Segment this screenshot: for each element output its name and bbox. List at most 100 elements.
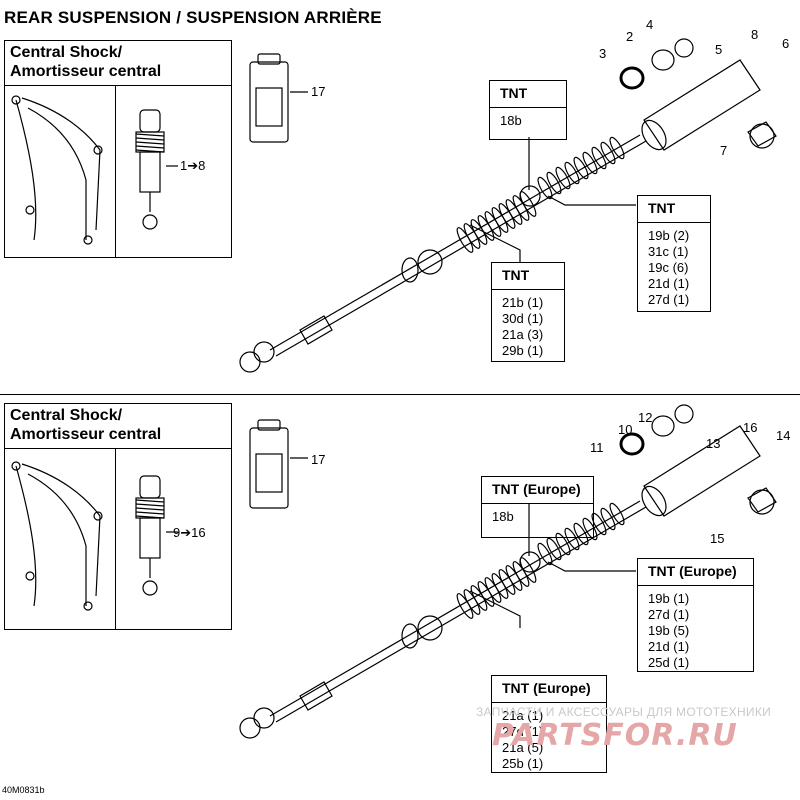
kit-box-tnt-europe: TNT (Europe) 21a (1) 27d (1) 21a (5) 25b… xyxy=(491,675,607,773)
o-ring xyxy=(619,432,645,456)
bottle-cap xyxy=(257,419,281,431)
inset-box-central-shock: Central Shock/ Amortisseur central xyxy=(4,403,232,630)
shock-top-eye xyxy=(139,475,161,499)
kit-row: 31c (1) xyxy=(648,244,689,259)
piston-rod xyxy=(275,140,647,357)
kit-row: 27d (1) xyxy=(648,292,690,307)
valve-shim xyxy=(600,141,616,165)
valve-shim xyxy=(582,151,598,175)
kit-box-tnt-europe: TNT (Europe) 19b (1) 27d (1) 19b (5) 21d… xyxy=(637,558,754,672)
kit-heading: TNT (Europe) xyxy=(492,481,581,497)
callout-2: 2 xyxy=(626,29,634,44)
kit-row: 27d (1) xyxy=(502,724,544,739)
spring-coil xyxy=(135,145,165,149)
callout-16: 16 xyxy=(743,420,758,435)
spring-coil xyxy=(135,137,165,141)
bottle-label xyxy=(255,453,283,493)
bottle-label xyxy=(255,87,283,127)
valve-shim xyxy=(546,171,562,195)
spring-coil xyxy=(135,133,165,137)
spring-coil xyxy=(135,499,165,503)
reservoir-end xyxy=(641,119,667,151)
lock-nut xyxy=(747,121,777,147)
oil-bottle xyxy=(249,61,289,143)
frame-pivot xyxy=(25,205,35,215)
reservoir-end xyxy=(641,485,667,517)
kit-row: 21a (5) xyxy=(502,740,544,755)
frame-pivot xyxy=(25,571,35,581)
shock-top-eye xyxy=(139,109,161,133)
callout-11: 11 xyxy=(590,440,604,455)
frame-pivot xyxy=(93,511,103,521)
bottle-cap xyxy=(257,53,281,65)
callout-14: 14 xyxy=(776,428,791,443)
kit-box-tnt: TNT 18b xyxy=(489,80,567,140)
oil-bottle xyxy=(249,427,289,509)
frame-pivot xyxy=(83,235,93,245)
callout-12: 12 xyxy=(638,410,653,425)
frame-pivot xyxy=(83,601,93,611)
valve-shim xyxy=(609,502,625,526)
kit-row: 21d (1) xyxy=(648,276,690,291)
kit-heading: TNT xyxy=(502,267,530,283)
callout-3: 3 xyxy=(599,46,607,61)
rod-end-thread xyxy=(299,315,333,345)
kit-row: 25d (1) xyxy=(648,655,690,670)
frame-rail xyxy=(21,463,101,597)
kit-box-tnt: TNT 21b (1) 30d (1) 21a (3) 29b (1) xyxy=(491,262,565,362)
valve-shim xyxy=(591,146,607,170)
bottom-eye xyxy=(239,351,261,373)
frame-rail xyxy=(27,107,87,240)
kit-heading: TNT xyxy=(648,200,676,216)
kit-row: 19b (2) xyxy=(648,228,690,243)
callout-5: 5 xyxy=(715,42,723,57)
lock-nut-outline xyxy=(749,123,775,149)
valve-shim xyxy=(564,527,580,551)
inset-title: Central Shock/ Amortisseur central xyxy=(10,407,162,443)
kit-box-tnt: TNT 19b (2) 31c (1) 19c (6) 21d (1) 27d … xyxy=(637,195,711,312)
kit-row: 18b xyxy=(500,113,522,128)
shock-reservoir xyxy=(643,59,761,151)
kit-heading: TNT (Europe) xyxy=(502,680,591,696)
inset-title: Central Shock/ Amortisseur central xyxy=(10,44,162,80)
seal xyxy=(401,623,419,649)
o-ring xyxy=(619,66,645,90)
kit-row: 21a (1) xyxy=(502,708,544,723)
bearing-cap xyxy=(417,249,443,275)
kit-row: 30d (1) xyxy=(502,311,544,326)
valve-shim xyxy=(555,166,571,190)
callout-17: 17 xyxy=(311,84,326,99)
kit-row: 21d (1) xyxy=(648,639,690,654)
callout-13: 13 xyxy=(706,436,721,451)
spring-coil xyxy=(135,141,165,145)
kit-row: 19c (6) xyxy=(648,260,689,275)
valve-shim xyxy=(600,507,616,531)
valve-shim xyxy=(582,517,598,541)
valve-shim xyxy=(546,537,562,561)
callout-15: 15 xyxy=(710,531,725,546)
kit-heading: TNT (Europe) xyxy=(648,563,737,579)
kit-heading: TNT xyxy=(500,85,528,101)
frame-rail xyxy=(15,465,37,607)
bottom-eye xyxy=(239,717,261,739)
piston xyxy=(519,551,541,573)
valve-shim xyxy=(537,176,553,200)
watermark-logo: PARTSFOR.RU xyxy=(492,718,738,753)
kit-row: 21a (3) xyxy=(502,327,544,342)
kit-row: 27d (1) xyxy=(648,607,690,622)
leader-line xyxy=(469,590,521,628)
shock-bottom-eye xyxy=(142,580,158,596)
shock-body xyxy=(139,517,161,559)
seal-ring xyxy=(651,415,675,437)
frame-rail xyxy=(27,473,87,606)
valve-shim xyxy=(564,161,580,185)
kit-row: 21b (1) xyxy=(502,295,544,310)
lock-nut-outline xyxy=(749,489,775,515)
range-label: 9➔16 xyxy=(173,525,206,540)
seal-ring xyxy=(651,49,675,71)
cap-disc xyxy=(674,38,694,58)
spring-coil xyxy=(135,507,165,511)
inset-box-central-shock: Central Shock/ Amortisseur central xyxy=(4,40,232,258)
kit-row: 19b (1) xyxy=(648,591,690,606)
